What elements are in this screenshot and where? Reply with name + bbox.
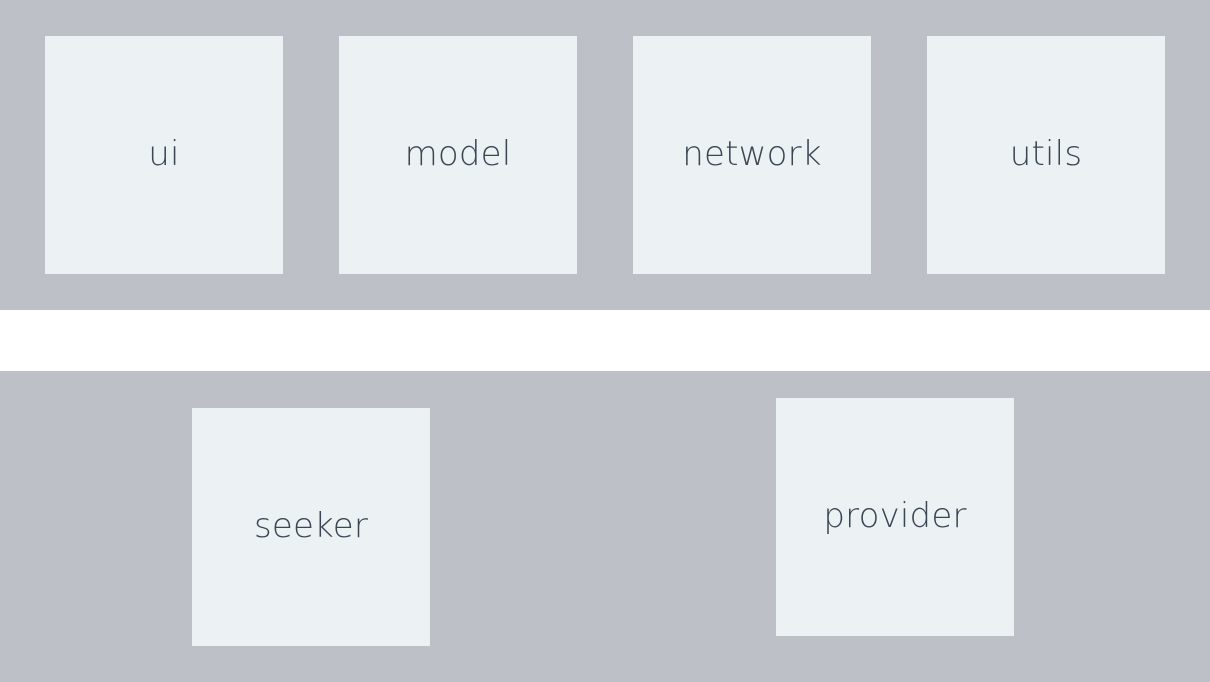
module-label-provider: provider [823,496,967,536]
module-label-network: network [682,134,822,174]
module-label-seeker: seeker [253,506,369,546]
top-layer: ui model network utils [0,0,1210,310]
module-label-ui: ui [148,134,180,174]
bottom-layer: seeker provider [0,371,1210,682]
module-seeker: seeker [192,408,430,646]
module-label-utils: utils [1009,134,1083,174]
module-ui: ui [45,36,283,274]
module-model: model [339,36,577,274]
module-provider: provider [776,398,1014,636]
module-label-model: model [404,134,512,174]
module-network: network [633,36,871,274]
module-utils: utils [927,36,1165,274]
